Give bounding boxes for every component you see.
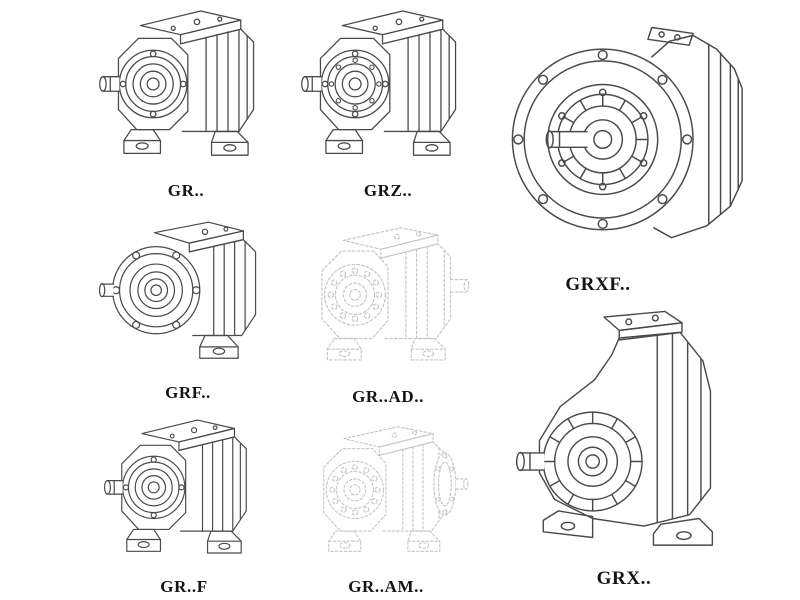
model-label-grz: GRZ.. bbox=[363, 181, 413, 200]
gearbox-figure-grf: GRF.. bbox=[88, 210, 288, 406]
gearbox-figure-grx: GRX.. bbox=[496, 300, 752, 592]
gr-ad-gearbox-drawing bbox=[286, 210, 470, 384]
gearbox-figure-gr-ad: GR..AD.. bbox=[286, 210, 490, 410]
grf-gearbox-drawing bbox=[88, 210, 288, 380]
grxf-gearbox-drawing bbox=[498, 2, 786, 272]
gr-am-gearbox-drawing bbox=[286, 410, 469, 574]
model-label-grf: GRF.. bbox=[165, 383, 211, 402]
model-label-gr-f: GR..F bbox=[160, 577, 208, 596]
grx-gearbox-drawing bbox=[496, 300, 752, 566]
model-label-gr-am: GR..AM.. bbox=[348, 577, 424, 596]
gr-f-gearbox-drawing bbox=[84, 410, 284, 574]
gearbox-figure-gr-f: GR..F bbox=[84, 410, 284, 600]
model-label-gr: GR.. bbox=[167, 181, 205, 200]
model-label-grxf: GRXF.. bbox=[565, 274, 631, 295]
gr-gearbox-drawing bbox=[86, 0, 286, 178]
gearbox-figure-gr-am: GR..AM.. bbox=[286, 410, 486, 600]
grz-gearbox-drawing bbox=[288, 0, 488, 178]
model-label-grx: GRX.. bbox=[596, 568, 652, 589]
gearbox-figure-gr: GR.. bbox=[86, 0, 286, 204]
model-label-gr-ad: GR..AD.. bbox=[352, 387, 424, 406]
gearbox-figure-grxf: GRXF.. bbox=[498, 2, 786, 298]
gearbox-figure-grz: GRZ.. bbox=[288, 0, 488, 204]
